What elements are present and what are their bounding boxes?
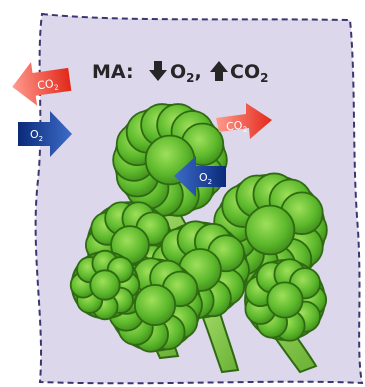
broccoli-floret (266, 281, 304, 319)
o2-left-symbol: O (30, 128, 39, 141)
o2-left-subscript: 2 (39, 135, 43, 143)
co2-left-subscript: 2 (54, 83, 60, 92)
co2-arrow-out-right: CO2 (216, 103, 272, 139)
svg-text:O2,: O2, (170, 61, 202, 85)
title-group: MA: O2, CO2 (92, 61, 268, 85)
title-o2-symbol: O (170, 61, 186, 83)
o2-arrow-in-left: O2 (18, 111, 72, 157)
svg-text:CO2: CO2 (230, 61, 268, 85)
title-separator: , (195, 61, 202, 83)
svg-text:MA:: MA: (92, 61, 134, 83)
title-prefix: MA: (92, 61, 134, 83)
o2-center-subscript: 2 (208, 178, 212, 186)
broccoli-floret (244, 204, 296, 256)
broccoli-stem (198, 304, 240, 374)
broccoli-floret (89, 269, 121, 301)
svg-text:CO2: CO2 (225, 118, 247, 135)
title-co2-subscript: 2 (260, 71, 268, 85)
o2-arrow-in-center: O2 (174, 156, 226, 197)
svg-text:O2: O2 (30, 128, 43, 143)
title-o2-subscript: 2 (186, 71, 194, 85)
svg-text:O2: O2 (199, 171, 212, 186)
co2-left-symbol: CO (36, 77, 54, 92)
broccoli-floret (133, 283, 177, 327)
svg-text:CO2: CO2 (36, 77, 59, 95)
arrow-down-icon (149, 61, 167, 81)
o2-center-symbol: O (199, 171, 208, 184)
co2-arrow-out-left: CO2 (12, 62, 72, 106)
arrow-up-icon (210, 61, 228, 81)
co2-right-symbol: CO (225, 119, 243, 134)
title-co2-symbol: CO (230, 61, 260, 83)
broccoli-illustration (69, 103, 328, 374)
co2-right-subscript: 2 (242, 125, 247, 133)
